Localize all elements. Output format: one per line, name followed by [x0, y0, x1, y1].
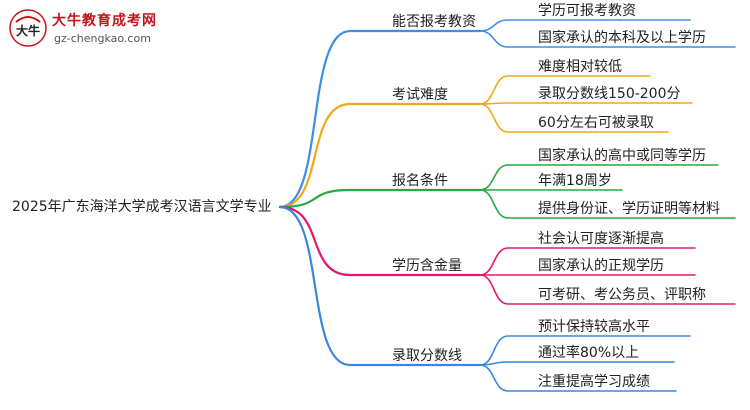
leaf-connector — [479, 75, 651, 105]
leaf-label: 国家承认的正规学历 — [538, 258, 664, 274]
logo-url: gz-chengkao.com — [54, 32, 151, 45]
branch-connector — [278, 102, 482, 209]
leaf-label: 录取分数线150-200分 — [538, 86, 681, 102]
leaf-connector — [479, 364, 677, 392]
leaf-label: 可考研、考公务员、评职称 — [538, 287, 706, 303]
leaf-label: 通过率80%以上 — [538, 345, 640, 361]
leaf-connector — [479, 164, 719, 191]
branch-connector — [278, 205, 482, 277]
branch-connector — [278, 205, 482, 367]
leaf-label: 国家承认的本科及以上学历 — [538, 30, 706, 46]
leaf-label: 预计保持较高水平 — [538, 319, 650, 335]
branch-connector — [278, 29, 482, 209]
leaf-label: 学历可报考教资 — [538, 3, 636, 19]
branch-label: 能否报考教资 — [392, 14, 476, 30]
leaf-label: 提供身份证、学历证明等材料 — [538, 201, 720, 217]
leaf-connector — [479, 19, 691, 32]
branch-connector — [278, 188, 482, 209]
branch-label: 学历含金量 — [392, 258, 462, 274]
branch-label: 录取分数线 — [392, 348, 462, 364]
leaf-label: 60分左右可被录取 — [538, 115, 654, 131]
branch-label: 考试难度 — [392, 87, 448, 103]
root-topic: 2025年广东海洋大学成考汉语言文学专业 — [12, 199, 272, 215]
leaf-label: 难度相对较低 — [538, 59, 622, 75]
leaf-label: 注重提高学习成绩 — [538, 374, 650, 390]
leaf-connector — [479, 247, 696, 276]
leaf-connector — [479, 274, 736, 305]
leaf-connector — [479, 103, 669, 133]
leaf-connector — [479, 30, 736, 48]
logo-badge-icon: 大牛 — [9, 9, 47, 47]
leaf-connector — [479, 189, 736, 219]
leaf-connector — [479, 102, 693, 105]
leaf-label: 年满18周岁 — [538, 173, 612, 189]
site-logo: 大牛 大牛教育成考网 gz-chengkao.com — [8, 6, 168, 52]
logo-title: 大牛教育成考网 — [52, 13, 157, 29]
logo-badge-text: 大牛 — [16, 23, 40, 38]
leaf-label: 国家承认的高中或同等学历 — [538, 148, 706, 164]
leaf-connector — [479, 361, 675, 366]
branch-label: 报名条件 — [392, 173, 448, 189]
leaf-label: 社会认可度逐渐提高 — [538, 231, 664, 247]
leaf-connector — [479, 335, 691, 366]
